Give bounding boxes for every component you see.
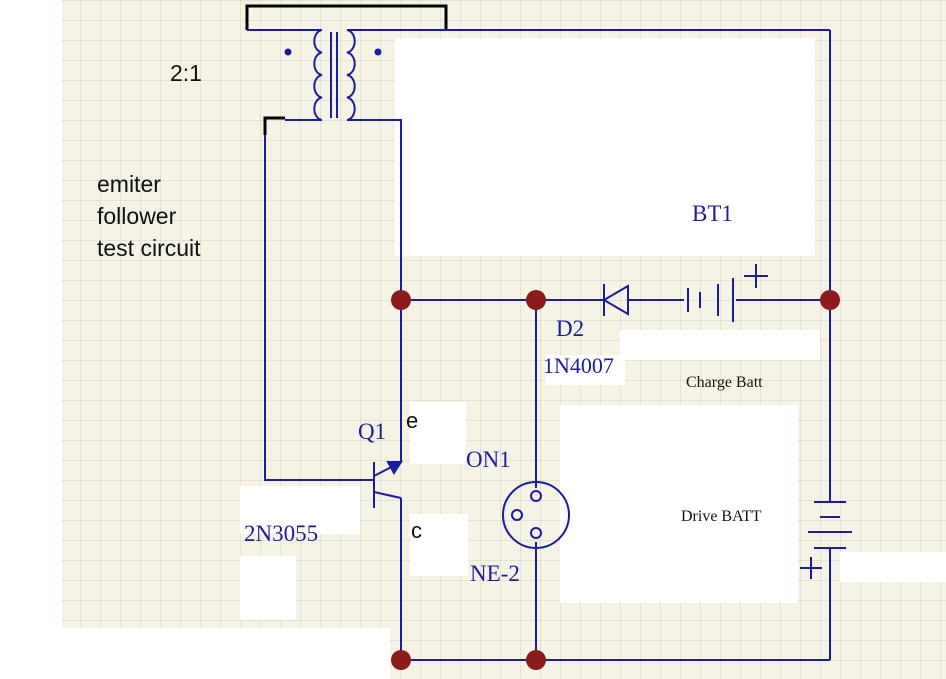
erased-region: [410, 514, 468, 576]
charge-batt-label: Charge Batt: [686, 374, 763, 391]
diode-d2-body: [602, 284, 629, 316]
junction-node: [391, 290, 411, 310]
secondary-polarity-dot: [374, 48, 382, 56]
erased-region: [0, 0, 62, 679]
junction-node: [526, 290, 546, 310]
junction-node: [391, 650, 411, 670]
erased-region: [545, 355, 625, 385]
primary-polarity-dot: [284, 48, 292, 56]
transformer-left-bracket: [263, 116, 285, 135]
erased-region: [840, 552, 946, 582]
transistor-collector-leg: [373, 491, 402, 499]
neon-lamp-electrode: [511, 509, 523, 521]
erased-region: [0, 628, 390, 679]
erased-region: [240, 486, 360, 534]
lamp-part-label: NE-2: [470, 561, 520, 586]
erased-region: [395, 38, 815, 256]
caption-line-3: test circuit: [97, 235, 201, 261]
caption-line-2: follower: [97, 203, 177, 229]
erased-region: [620, 330, 820, 360]
drive-batt-label: Drive BATT: [681, 508, 762, 525]
erased-region: [240, 556, 296, 620]
junction-node: [526, 650, 546, 670]
transistor-part-label: 2N3055: [244, 521, 319, 546]
erased-region: [410, 402, 466, 464]
primary-coil: [313, 29, 323, 121]
transformer-top-bracket: [245, 4, 448, 30]
diode-ref-label: D2: [556, 316, 585, 341]
battery-bt1-label: BT1: [692, 201, 733, 226]
collector-pin-label: c: [411, 518, 422, 543]
caption-line-1: emiter: [97, 171, 161, 197]
erased-region: [560, 405, 798, 603]
transistor-ref-label: Q1: [358, 419, 387, 444]
base-feedback-wire: [264, 135, 370, 481]
diode-part-label: 1N4007: [543, 353, 614, 378]
transistor-emitter-arrow: [386, 461, 403, 475]
neon-lamp-envelope: [502, 481, 570, 549]
lamp-ref-label: ON1: [466, 447, 511, 472]
ratio-label: 2:1: [170, 60, 202, 86]
neon-lamp-electrode: [530, 490, 542, 502]
secondary-lead-bottom: [347, 119, 402, 300]
secondary-coil: [346, 29, 356, 121]
neon-lamp-electrode: [530, 527, 542, 539]
emitter-pin-label: e: [406, 408, 419, 433]
junction-node: [820, 290, 840, 310]
